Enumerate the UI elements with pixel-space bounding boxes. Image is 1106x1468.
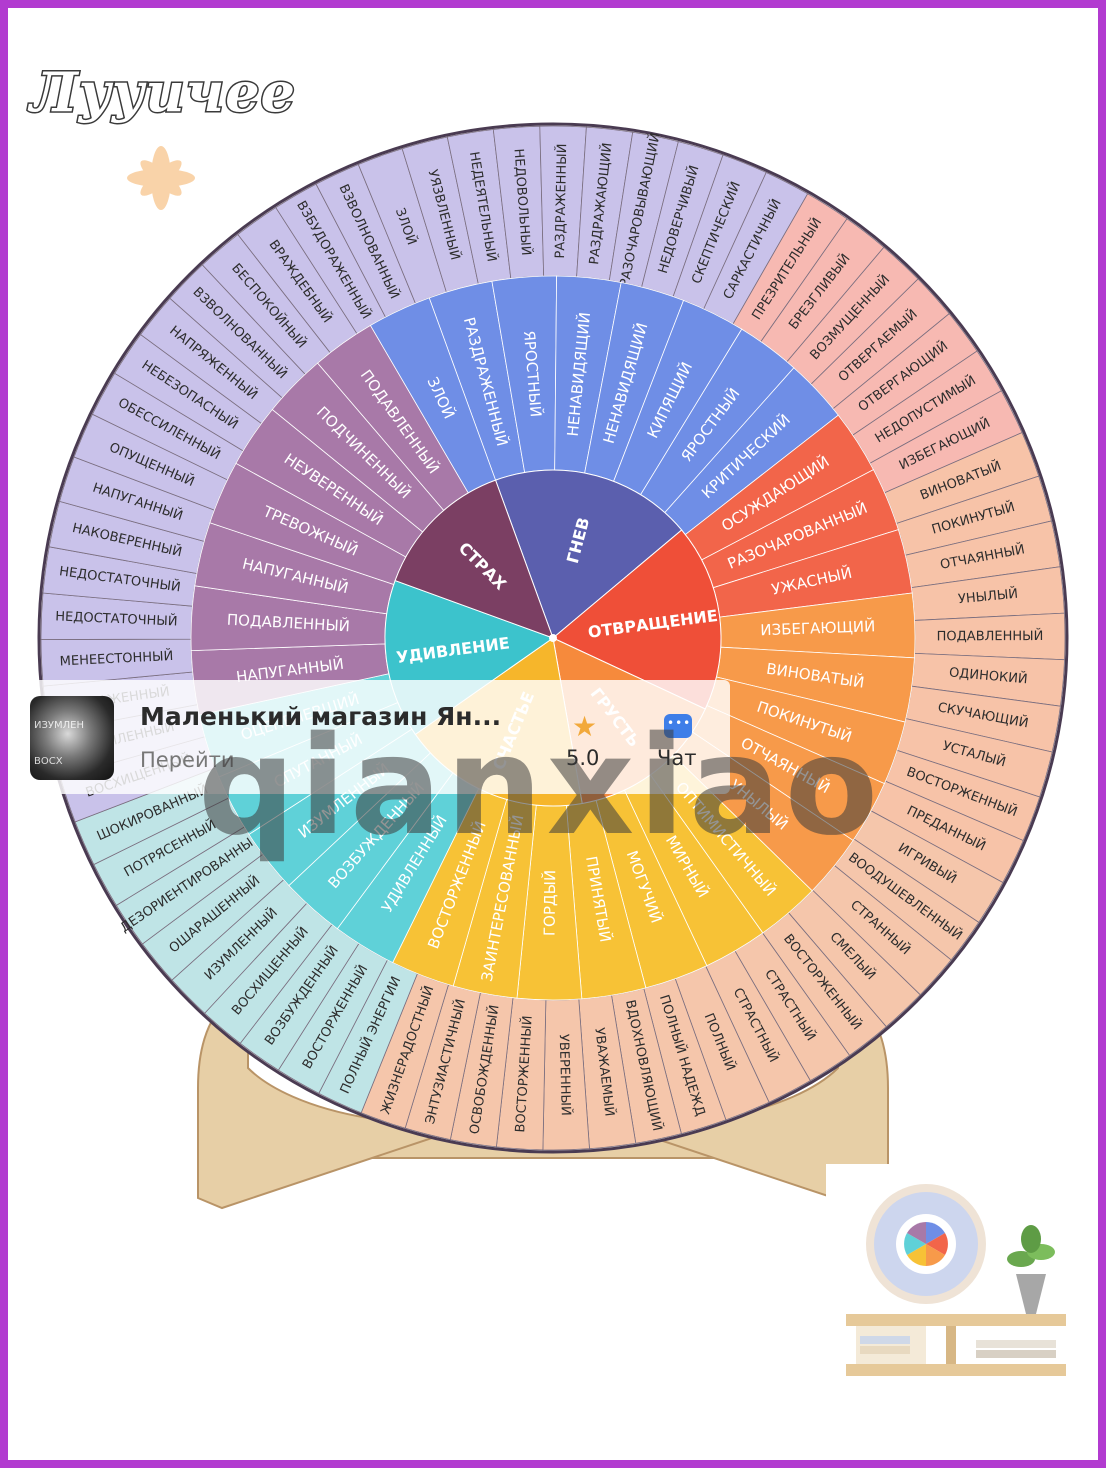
- middle-label: ИЗБЕГАЮЩИЙ: [760, 616, 876, 639]
- outer-label: РАЗДРАЖЕННЫЙ: [552, 143, 570, 258]
- core-segment: [494, 469, 683, 639]
- avatar-overlay-text: ВОСХ: [34, 756, 63, 767]
- shop-card[interactable]: ИЗУМЛЕН ВОСХ Маленький магазин Ян... Пер…: [16, 680, 730, 794]
- outer-label: УНЫЛЫЙ: [957, 586, 1018, 608]
- shop-name[interactable]: Маленький магазин Ян...: [140, 702, 502, 731]
- chat-icon[interactable]: [664, 714, 692, 738]
- wheel-hub: [549, 634, 557, 642]
- outer-label: УВЕРЕННЫЙ: [556, 1034, 574, 1116]
- avatar-overlay-text: ИЗУМЛЕН: [34, 720, 84, 731]
- brand-splash-icon: [127, 146, 195, 210]
- chat-button[interactable]: Чат: [657, 746, 697, 770]
- brand-logo: Лууичее: [29, 59, 297, 126]
- outer-label: ВОСТОРЖЕННЫЙ: [512, 1015, 536, 1133]
- core-segment: [394, 479, 554, 639]
- outer-label: НЕДОВОЛЬНЫЙ: [511, 148, 535, 256]
- shop-avatar[interactable]: ИЗУМЛЕН ВОСХ: [30, 696, 114, 780]
- star-icon: ★: [572, 710, 598, 743]
- go-to-shop-link[interactable]: Перейти: [140, 748, 235, 772]
- stand-left-leg: [197, 999, 442, 1210]
- watermark: qianxiao: [198, 708, 883, 866]
- outer-label: МЕНЕЕСТОННЫЙ: [59, 648, 173, 669]
- outer-label: ПОДАВЛЕННЫЙ: [937, 628, 1044, 644]
- shop-rating: 5.0: [566, 746, 600, 770]
- product-thumbnail[interactable]: [826, 1164, 1076, 1414]
- outer-label: ОДИНОКИЙ: [948, 664, 1028, 687]
- outer-label: НЕДОСТАТОЧНЫЙ: [55, 608, 178, 629]
- middle-label: ГОРДЫЙ: [540, 870, 560, 936]
